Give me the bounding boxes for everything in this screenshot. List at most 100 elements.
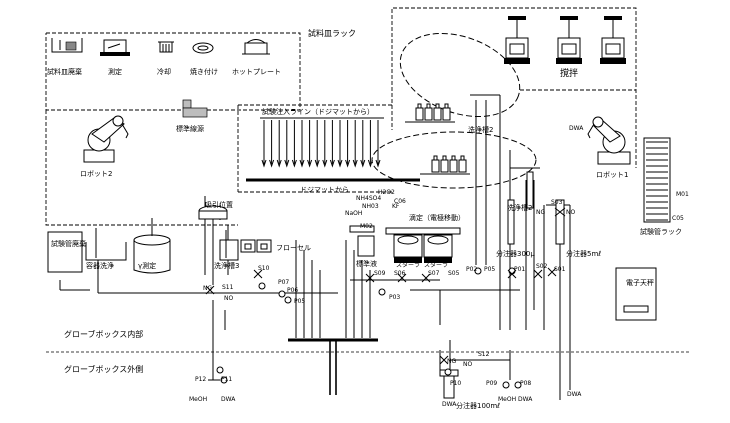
robot-2 [83,115,129,163]
label-tube-dispose-1: 試験管廃棄 [51,239,86,248]
dispenser-5ml [555,199,565,245]
label-p10: P10 [450,380,461,387]
label-std-liquid: 標準液 [356,259,377,268]
label-c06: C06 [394,198,406,205]
label-no-1: NO [224,295,233,302]
flow-cell [240,239,272,253]
label-s10: S10 [258,265,270,272]
label-robot2: ロボット2 [80,170,112,178]
gamma-measure [133,218,171,274]
label-p07: P07 [278,279,289,286]
label-s05: S05 [448,270,460,277]
label-s07: S07 [428,270,440,277]
label-injection-line: 試験注入ライン（ドジマットから） [262,107,374,116]
label-titration: 滴定（電極移動） [409,213,465,222]
label-p11: P11 [221,376,232,383]
text-labels: 試料皿ラック 撹拌 試料皿廃棄 測定 冷却 焼き付け ホットプレート 標準線源 … [47,28,689,410]
label-hotplate: ホットプレート [232,68,281,76]
titration-stirrers [349,225,461,263]
boundaries [45,7,690,353]
label-from-dosimat: ドジマットから [300,186,349,194]
label-s06: S06 [394,270,406,277]
label-s02: S02 [536,263,548,270]
label-s01: S01 [554,266,566,273]
label-glovebox-in: グローブボックス内部 [64,329,143,339]
container-wash [85,228,127,261]
label-no-2: NO [566,209,575,216]
label-washer2-top: 洗浄槽2 [468,125,493,134]
label-glovebox-out: グローブボックス外側 [64,364,143,374]
suction-position [198,205,228,220]
washer-2-right [526,171,534,209]
label-stirrer-b: スターラ [424,261,448,269]
label-meoh-1: MeOH [189,396,207,403]
label-washer2: 洗浄槽2 [507,203,532,212]
label-sample-rack: 試料皿ラック [308,28,356,38]
label-p08: P08 [520,380,531,387]
label-h2o2: H2O2 [378,189,395,196]
label-flow-cell: フローセル [276,244,311,252]
label-m01: M01 [676,191,689,198]
label-p01: P01 [514,266,525,273]
label-dispose-tray: 試料皿廃棄 [47,67,82,76]
label-robot1: ロボット1 [596,171,628,179]
label-p05-2: P05 [484,266,495,273]
label-meoh-2: MeOH [498,396,516,403]
valves [205,207,566,365]
label-dispenser300: 分注器300μ [496,249,535,258]
injection-line [246,117,420,182]
label-s12: S12 [478,351,490,358]
label-dwa-4: DWA [567,391,582,398]
label-dispenser100ml: 分注器100mℓ [456,401,500,410]
label-p03: P03 [389,294,400,301]
label-ng-2: NG [536,209,545,216]
label-m02: M02 [360,223,373,230]
label-container-wash: 容器洗浄 [86,261,114,270]
label-nh4so4: NH4SO4 [356,195,381,202]
label-p12: P12 [195,376,206,383]
label-suction-pos: 吸引位置 [205,200,233,209]
washer-3 [219,230,239,261]
label-c05: C05 [672,215,684,222]
label-cooling: 冷却 [157,67,171,76]
label-dwa-1: DWA [221,396,236,403]
label-nh03: NH03 [362,203,379,210]
tube-rack [643,137,671,223]
standard-source [182,99,208,118]
label-kf: KF [392,203,400,210]
label-p05-1: P05 [294,298,305,305]
label-dwa-2: DWA [518,396,533,403]
label-no-3: NO [463,361,472,368]
label-balance: 電子天秤 [626,278,654,287]
dispenser-300 [507,199,515,245]
label-gamma-measure: γ測定 [138,261,156,270]
label-std-source: 標準線源 [176,124,204,133]
label-dispenser5ml: 分注器5mℓ [566,249,601,258]
balance [615,267,657,321]
label-stirring: 撹拌 [560,67,578,79]
label-tube-rack: 試験管ラック [640,227,682,236]
label-p09: P09 [486,380,497,387]
stirring-units [504,16,626,64]
piping [59,94,571,400]
label-ng-1: NG [203,285,212,292]
label-naoh: NaOH [345,210,362,217]
label-stirrer-a: スターラ [396,261,420,269]
label-baking: 焼き付け [190,67,218,76]
label-s11: S11 [222,284,234,291]
robot-1 [587,116,631,165]
label-dwa-5: DWA [569,125,584,132]
label-ng-3: NG [447,358,456,365]
label-p06: P06 [287,287,298,294]
label-dwa-3: DWA [442,401,457,408]
tube-dispose [47,231,83,273]
pumps [216,267,522,389]
label-s03: S03 [551,199,563,206]
label-s09: S09 [374,270,386,277]
top-left-icons [51,38,270,56]
label-washer3: 洗浄槽3 [214,261,239,270]
label-p02: P02 [466,266,477,273]
reagent-bottles [405,103,470,175]
label-measure: 測定 [108,67,122,76]
